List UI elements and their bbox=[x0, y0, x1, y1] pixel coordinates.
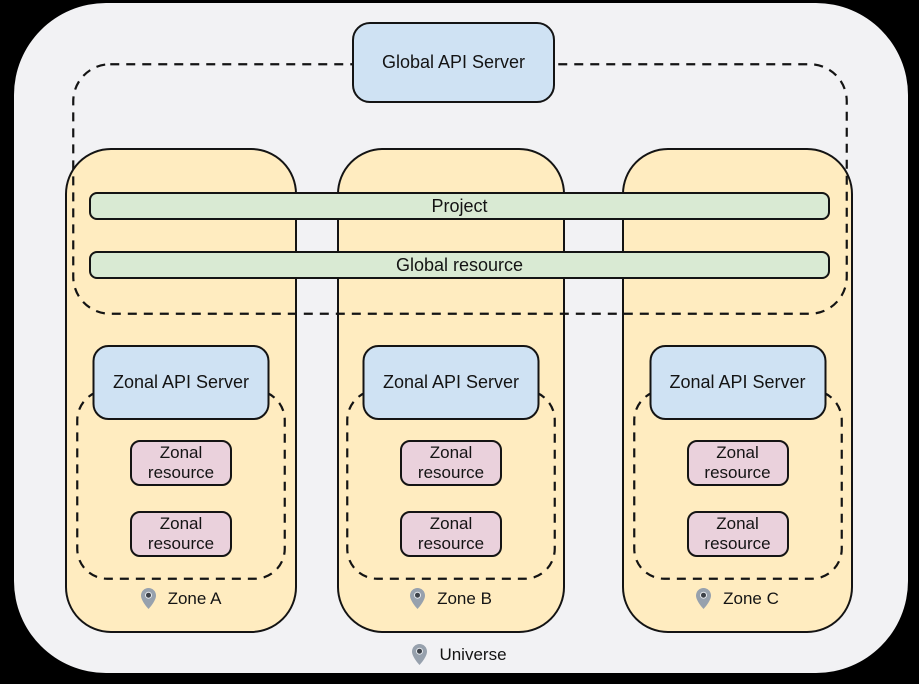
global-resource-bar-label: Global resource bbox=[395, 254, 524, 275]
location-pin-icon bbox=[140, 588, 156, 609]
global-resource-bar: Global resource bbox=[89, 251, 830, 279]
zonal-api-server-box: Zonal API Server bbox=[649, 345, 826, 420]
zonal-api-server-box: Zonal API Server bbox=[362, 345, 540, 420]
zone-container-b: Zonal API Server Zonal resource Zonal re… bbox=[337, 148, 565, 633]
zonal-api-server-label: Zonal API Server bbox=[112, 372, 250, 392]
zone-scope-dashed-border bbox=[632, 389, 843, 580]
zonal-resource-label: Zonal resource bbox=[147, 514, 215, 553]
universe-label-text: Universe bbox=[439, 644, 507, 664]
project-bar-label: Project bbox=[431, 195, 488, 216]
location-pin-icon bbox=[410, 588, 426, 609]
zone-scope-dashed-border bbox=[346, 389, 556, 580]
project-bar: Project bbox=[89, 192, 830, 220]
universe-label: Universe bbox=[0, 644, 919, 665]
zonal-resource-label: Zonal resource bbox=[704, 443, 771, 482]
zone-container-a: Zonal API Server Zonal resource Zonal re… bbox=[65, 148, 297, 633]
zonal-api-server-box: Zonal API Server bbox=[92, 345, 270, 420]
location-pin-icon bbox=[696, 588, 712, 609]
zonal-resource-box: Zonal resource bbox=[686, 440, 789, 486]
zone-label-text: Zone C bbox=[723, 588, 779, 608]
zone-label: Zone B bbox=[339, 588, 563, 609]
location-pin-icon bbox=[412, 644, 428, 665]
zone-label: Zone C bbox=[624, 588, 851, 609]
zone-scope-dashed-border bbox=[76, 389, 286, 580]
zonal-resource-box: Zonal resource bbox=[686, 511, 789, 557]
zonal-resource-box: Zonal resource bbox=[400, 511, 502, 557]
zone-label: Zone A bbox=[67, 588, 295, 609]
global-api-server-box: Global API Server bbox=[352, 22, 555, 103]
zonal-resource-label: Zonal resource bbox=[704, 514, 771, 553]
zonal-api-server-label: Zonal API Server bbox=[669, 372, 806, 392]
zonal-resource-label: Zonal resource bbox=[147, 443, 215, 482]
zonal-resource-box: Zonal resource bbox=[400, 440, 502, 486]
zonal-resource-box: Zonal resource bbox=[130, 440, 232, 486]
zone-label-text: Zone B bbox=[437, 588, 492, 608]
zone-label-text: Zone A bbox=[167, 588, 222, 608]
zonal-resource-label: Zonal resource bbox=[417, 443, 485, 482]
zone-container-c: Zonal API Server Zonal resource Zonal re… bbox=[622, 148, 853, 633]
zonal-api-server-label: Zonal API Server bbox=[382, 372, 520, 392]
global-api-server-label: Global API Server bbox=[381, 52, 526, 72]
zonal-resource-box: Zonal resource bbox=[130, 511, 232, 557]
zonal-resource-label: Zonal resource bbox=[417, 514, 485, 553]
